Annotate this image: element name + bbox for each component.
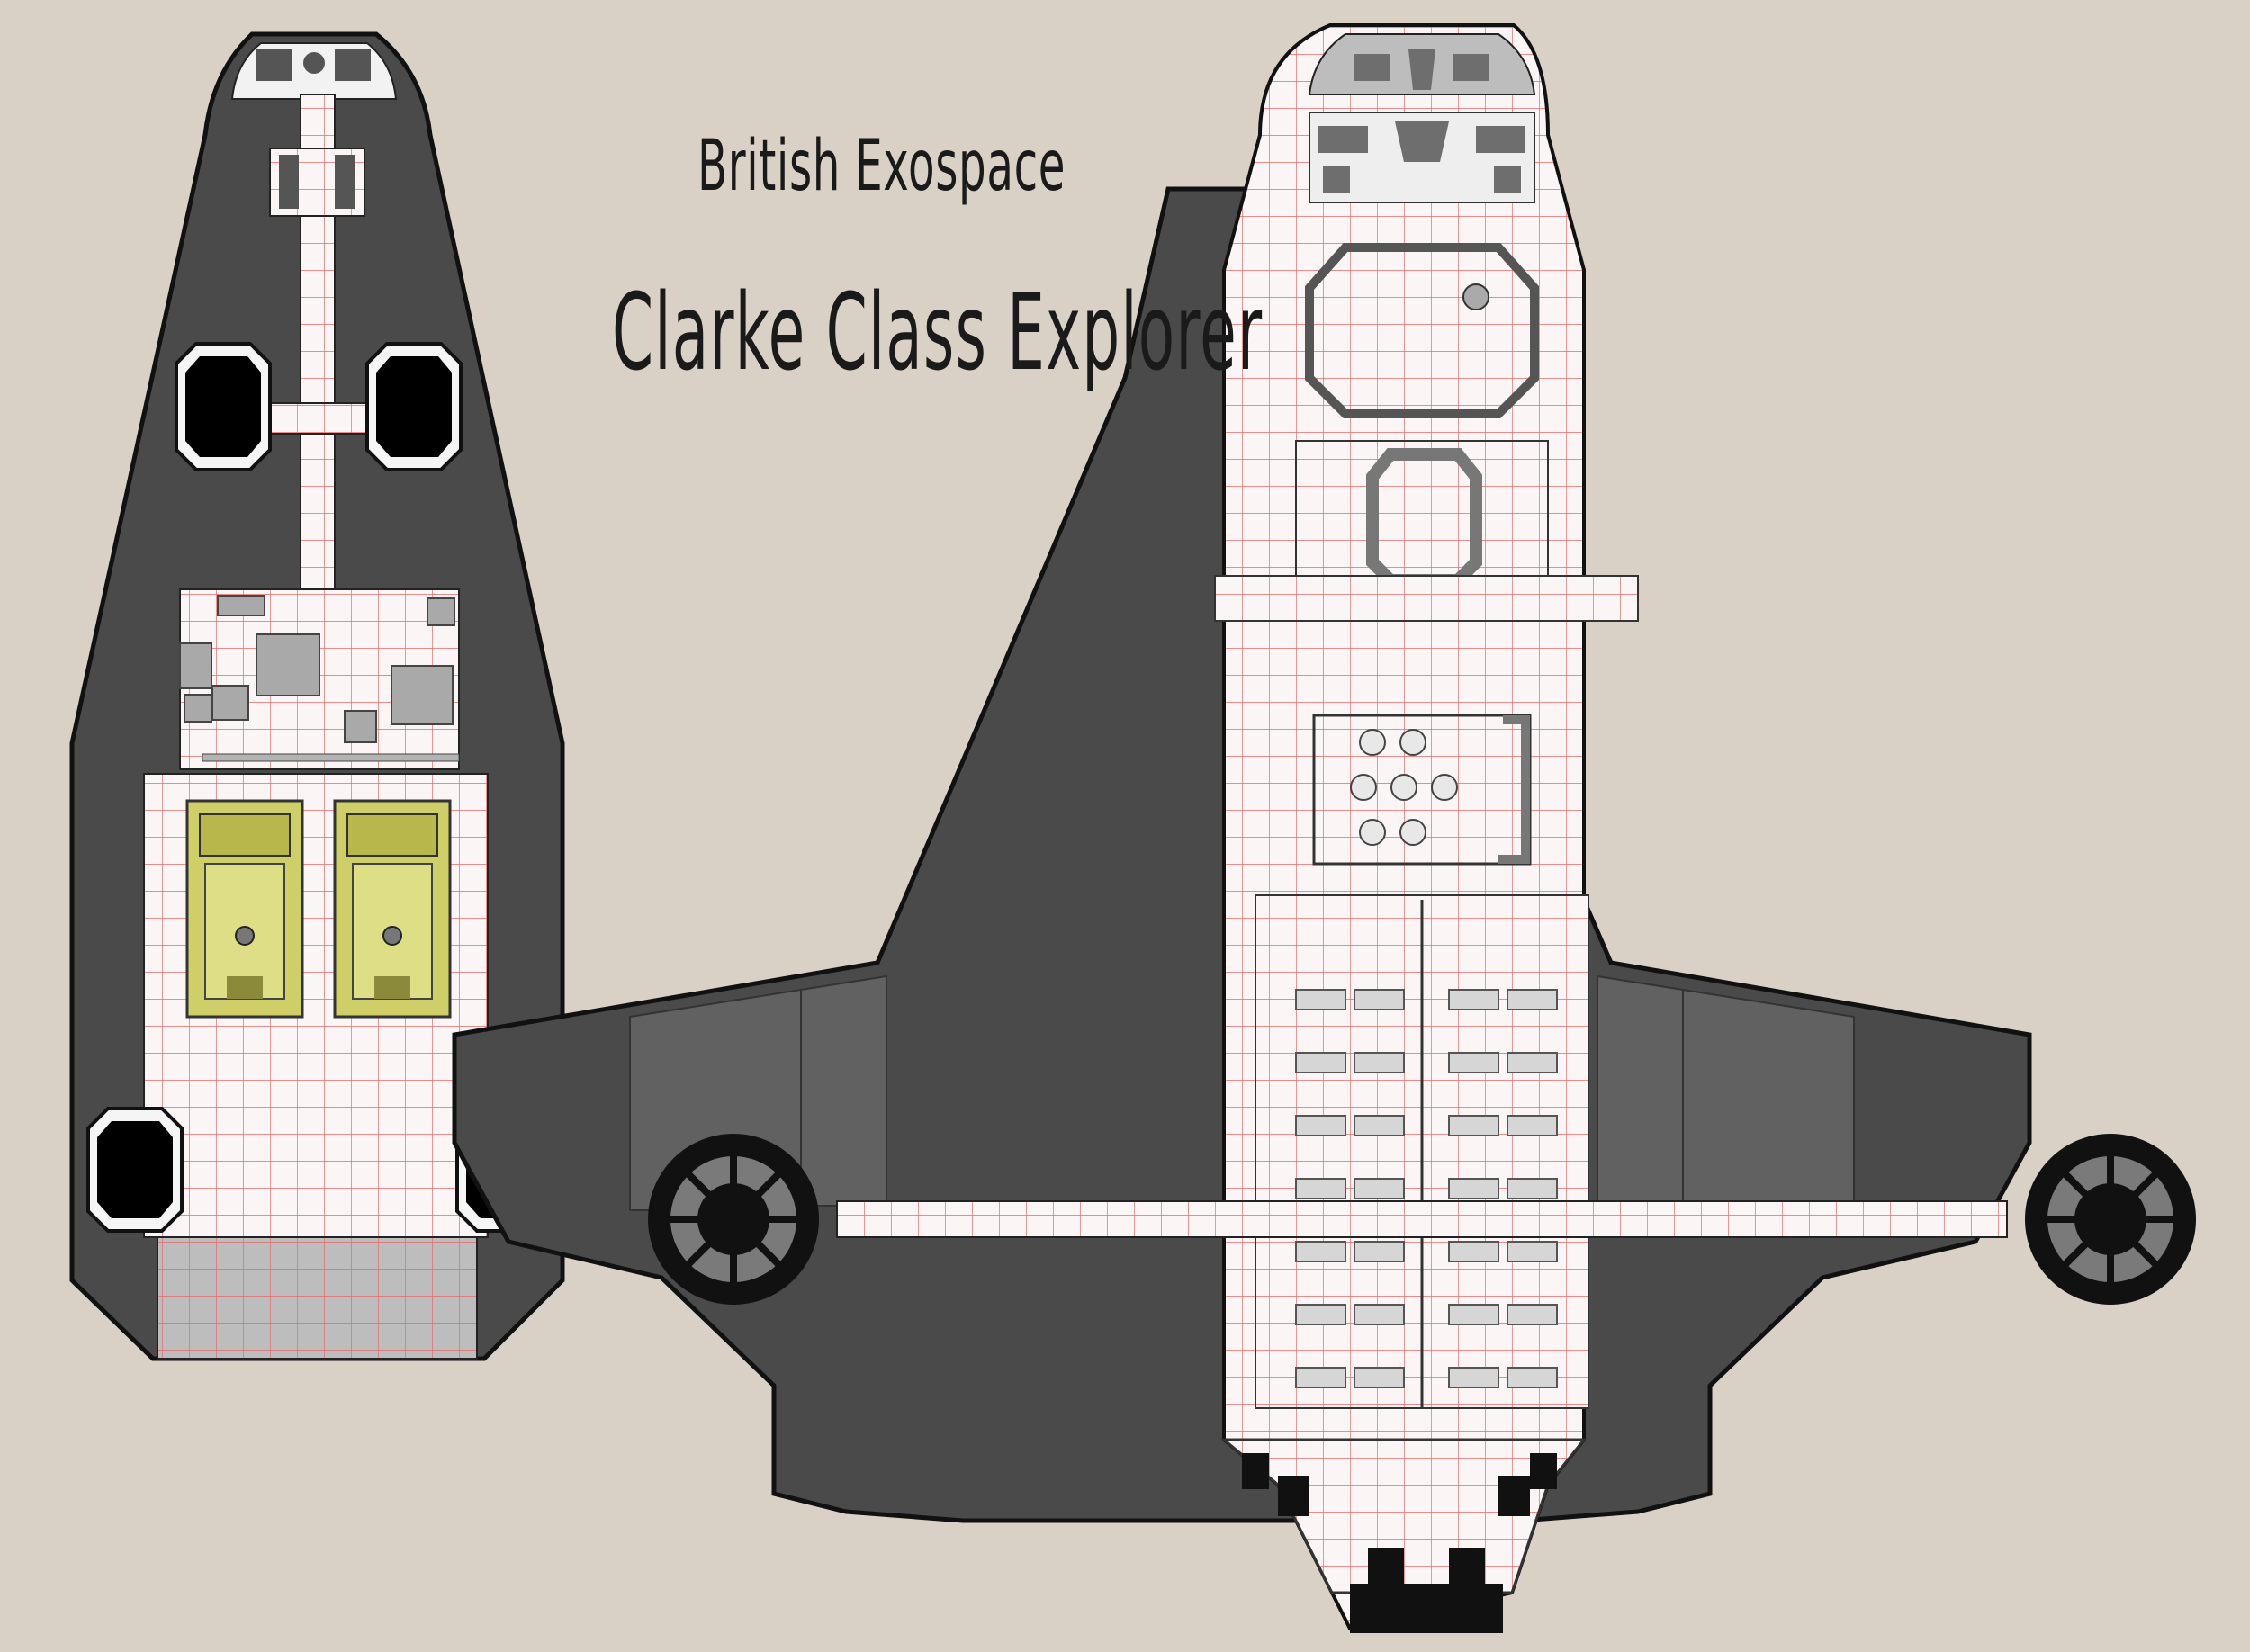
ground-rover-1 — [185, 799, 304, 1019]
company-name: British Exospace — [698, 126, 1066, 207]
left-engine-upper-right — [365, 342, 463, 471]
wing-panels — [629, 974, 1855, 1211]
left-engine-upper-left — [175, 342, 272, 471]
wing-corridor — [836, 1200, 2008, 1238]
left-ramp — [157, 1236, 478, 1360]
engine-pod-left — [648, 1134, 819, 1305]
stern-machinery — [1242, 1453, 1557, 1633]
page-title: Clarke Class Explorer — [612, 270, 1264, 394]
ground-rover-2 — [333, 799, 452, 1019]
left-ship — [69, 31, 565, 1361]
right-ship — [452, 23, 2196, 1633]
left-engine-lower-left — [86, 1107, 184, 1233]
bay-equipment — [179, 595, 455, 743]
engine-pod-right — [2025, 1134, 2196, 1305]
mess-tables — [1350, 729, 1458, 846]
upper-lab — [1305, 243, 1539, 418]
crew-bunks — [1295, 989, 1558, 1388]
